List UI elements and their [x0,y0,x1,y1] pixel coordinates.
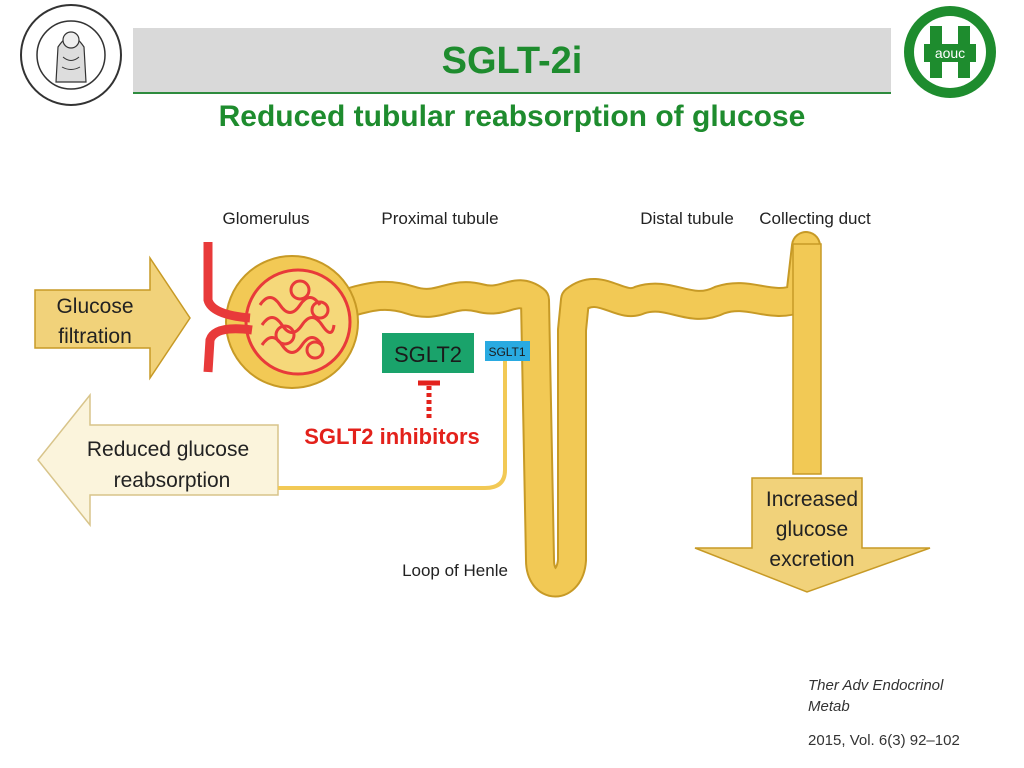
glucose-filtration-label-1: Glucose [56,295,133,318]
nephron-diagram: Glucose filtration Reduced glucose reabs… [34,209,931,598]
sglt2-label: SGLT2 [394,342,462,367]
glomerulus-tuft [244,268,352,376]
citation-journal-line2: Metab [808,698,850,715]
citation-journal: Ther Adv Endocrinol Metab [808,675,943,717]
reabsorption-path [278,360,507,490]
university-seal-logo [20,4,122,106]
citation-volume: 2015, Vol. 6(3) 92–102 [808,732,960,749]
sglt2-transporter [382,333,474,373]
increased-excretion-arrow [694,477,931,593]
collecting-duct-label: Collecting duct [759,209,871,228]
citation-journal-line1: Ther Adv Endocrinol [808,677,944,694]
sglt2-inhibitors-label: SGLT2 inhibitors [304,424,480,449]
afferent-arteriole [203,242,251,323]
glucose-filtration-arrow [34,255,191,381]
distal-tubule-label: Distal tubule [640,209,734,228]
collecting-duct [792,243,822,475]
proximal-tubule-label: Proximal tubule [381,209,498,228]
title-bar [133,28,891,94]
reduced-reabsorption-label-1: Reduced glucose [87,438,249,461]
page-subtitle: Reduced tubular reabsorption of glucose [218,100,806,133]
efferent-arteriole [203,324,253,373]
increased-excretion-label-2: glucose [776,518,848,541]
aouc-logo-text: aouc [935,45,965,61]
reduced-reabsorption-label-2: reabsorption [114,469,231,492]
sglt1-label: SGLT1 [488,345,525,359]
aouc-logo: aouc [904,6,996,98]
increased-excretion-label-1: Increased [766,488,858,511]
sglt1-transporter [485,341,530,361]
page-title: SGLT-2i [441,40,583,82]
glomerulus-label: Glomerulus [223,209,310,228]
glucose-filtration-label-2: filtration [58,325,132,348]
reduced-reabsorption-arrow [37,392,279,528]
loop-of-henle-label: Loop of Henle [402,561,508,580]
increased-excretion-label-3: excretion [769,548,854,571]
